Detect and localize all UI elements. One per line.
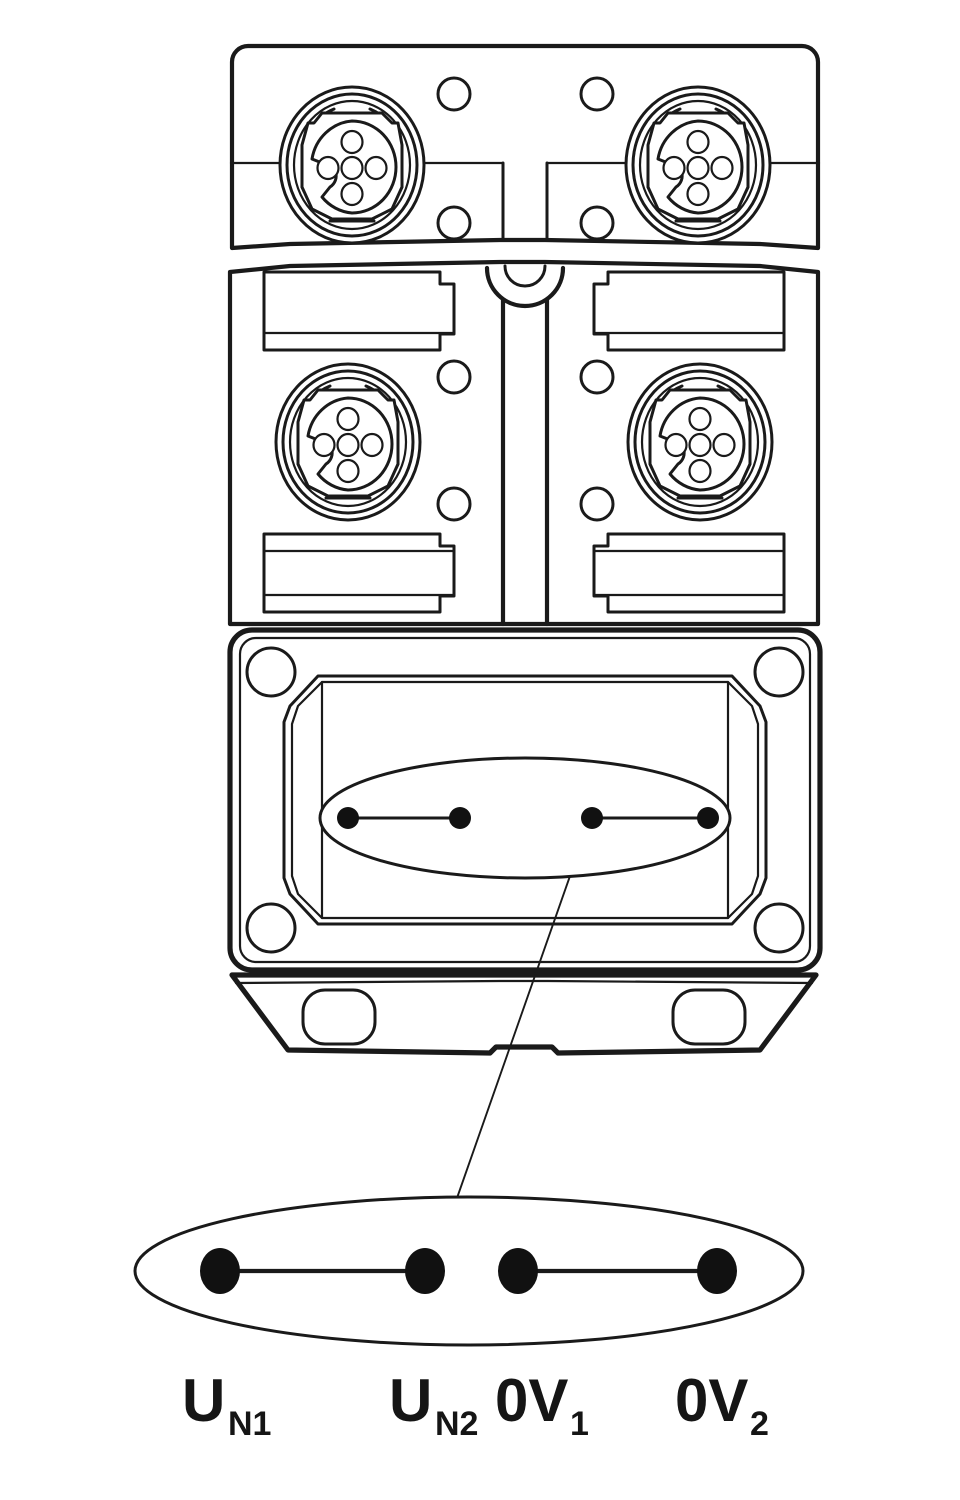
label-0v1-sub: 1 bbox=[570, 1405, 589, 1443]
label-un1-sub: N1 bbox=[228, 1405, 271, 1443]
mount-hole-top-left bbox=[436, 76, 472, 112]
terminal-block-upper-left bbox=[262, 270, 456, 352]
mount-hole-mid-left-top bbox=[436, 359, 472, 395]
mount-hole-upper-right bbox=[579, 205, 615, 241]
middle-module bbox=[227, 259, 821, 627]
label-0v2-main: 0V bbox=[675, 1367, 748, 1434]
detail-contact-un1 bbox=[200, 1248, 240, 1294]
m12-connector-middle-left[interactable] bbox=[274, 362, 422, 522]
detail-contact-0v1 bbox=[498, 1248, 538, 1294]
window-contact-4 bbox=[697, 807, 719, 829]
top-module bbox=[229, 43, 821, 251]
detail-callout-line bbox=[456, 875, 571, 1199]
label-un2-main: U bbox=[389, 1367, 432, 1434]
label-0v2-sub: 2 bbox=[750, 1405, 769, 1443]
label-un1-main: U bbox=[182, 1367, 225, 1434]
terminal-window-ellipse bbox=[318, 756, 732, 880]
detail-ellipse bbox=[133, 1195, 805, 1347]
m12-connector-top-right[interactable] bbox=[624, 85, 772, 245]
screw-boss-bottom-right bbox=[753, 902, 805, 954]
mount-hole-mid-right-bottom bbox=[579, 486, 615, 522]
m12-connector-top-left[interactable] bbox=[278, 85, 426, 245]
base-slot-left bbox=[301, 988, 377, 1046]
terminal-block-lower-left bbox=[262, 532, 456, 614]
label-0v1-main: 0V bbox=[495, 1367, 568, 1434]
mount-hole-mid-right-top bbox=[579, 359, 615, 395]
detail-labels: U N1 U N2 0V 1 0V 2 bbox=[182, 1367, 769, 1443]
detail-ellipse-group bbox=[133, 1195, 805, 1347]
screw-boss-bottom-left bbox=[245, 902, 297, 954]
window-contact-2 bbox=[449, 807, 471, 829]
base-slot-right bbox=[671, 988, 747, 1046]
label-un2-sub: N2 bbox=[435, 1405, 478, 1443]
detail-contact-0v2 bbox=[697, 1248, 737, 1294]
terminal-block-lower-right bbox=[592, 532, 786, 614]
mount-hole-mid-left-bottom bbox=[436, 486, 472, 522]
mount-hole-upper-left bbox=[436, 205, 472, 241]
screw-boss-top-right bbox=[753, 646, 805, 698]
terminal-window-module bbox=[227, 627, 823, 973]
detail-contact-un2 bbox=[405, 1248, 445, 1294]
screw-boss-top-left bbox=[245, 646, 297, 698]
terminal-block-upper-right bbox=[592, 270, 786, 352]
base-module bbox=[229, 972, 819, 1056]
window-contact-1 bbox=[337, 807, 359, 829]
mount-hole-top-right bbox=[579, 76, 615, 112]
m12-connector-middle-right[interactable] bbox=[626, 362, 774, 522]
window-contact-3 bbox=[581, 807, 603, 829]
